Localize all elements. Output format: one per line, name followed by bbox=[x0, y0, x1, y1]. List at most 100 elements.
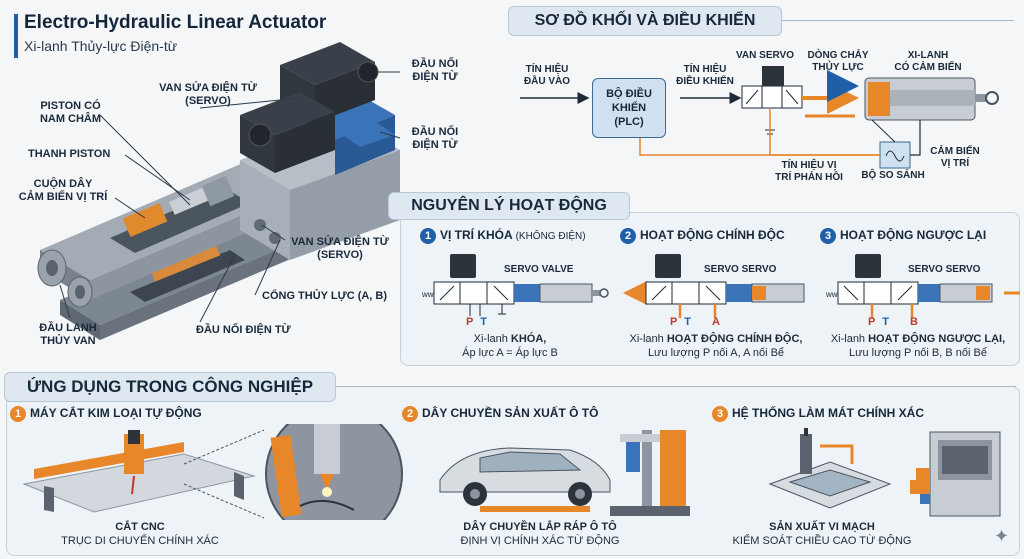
app-1-caption-text: TRỤC DI CHUYỂN CHÍNH XÁC bbox=[61, 535, 219, 547]
step-1-caption-bold: KHÓA, bbox=[510, 333, 547, 345]
app-2-caption: DÂY CHUYỀN LẮP RÁP Ô TÔ ĐỊNH VỊ CHÍNH XÁ… bbox=[410, 520, 670, 548]
page-subtitle: Xi-lanh Thủy-lực Điện-từ bbox=[24, 38, 178, 54]
block-servo-valve-label: VAN SERVO bbox=[736, 50, 794, 61]
block-cylinder bbox=[864, 77, 999, 121]
app-1-illustration bbox=[22, 424, 403, 520]
label-piston-rod: THANH PISTON bbox=[28, 148, 111, 160]
principle-title: NGUYÊN LÝ HOẠT ĐỘNG bbox=[388, 192, 630, 220]
block-comparator-label: BỘ SO SÁNH bbox=[861, 170, 925, 181]
app-1-heading: 1 MÁY CẮT KIM LOẠI TỰ ĐỘNG bbox=[10, 406, 202, 422]
app-3-number: 3 bbox=[712, 406, 728, 422]
label-rod-end: ĐẦU LANH THỦY VAN bbox=[39, 322, 97, 347]
block-comparator bbox=[879, 141, 911, 169]
app-1-caption: CẮT CNC TRỤC DI CHUYỂN CHÍNH XÁC bbox=[30, 520, 250, 548]
step-3-number: 3 bbox=[820, 228, 836, 244]
step-3-port-b: B bbox=[910, 316, 918, 328]
step-2-caption-line2: Lưu lượng P nối A, A nối Bể bbox=[647, 347, 785, 359]
step-3-caption: Xi-lanh HOẠT ĐỘNG NGƯỢC LẠI, Lưu lượng P… bbox=[816, 332, 1020, 360]
block-position-sensor: CẢM BIẾN VỊ TRÍ bbox=[930, 146, 980, 169]
app-1-caption-bold: CẮT CNC bbox=[115, 521, 165, 533]
app-1-number: 1 bbox=[10, 406, 26, 422]
principle-valve-diagrams: ww ww bbox=[421, 254, 1020, 318]
block-feedback: TÍN HIỆU VỊ TRÍ PHẢN HỒI bbox=[775, 160, 843, 183]
step-3-ports: P T B bbox=[868, 316, 918, 328]
app-2-number: 2 bbox=[402, 406, 418, 422]
step-2-heading: 2 HOẠT ĐỘNG CHÍNH ĐỘC bbox=[620, 228, 816, 244]
label-connector-bottom: ĐẦU NỐI ĐIỆN TỪ bbox=[196, 324, 291, 336]
step-1-title: VỊ TRÍ KHÓA bbox=[440, 228, 513, 243]
step-3-valve-label: SERVO SERVO bbox=[908, 264, 981, 275]
block-diagram-rule bbox=[782, 20, 1014, 21]
step-3-caption-bold: HOẠT ĐỘNG NGƯỢC LẠI, bbox=[868, 333, 1006, 345]
principle-step-1: 1 VỊ TRÍ KHÓA (KHÔNG ĐIỆN) bbox=[420, 228, 616, 362]
block-diagram-title: SƠ ĐỒ KHỐI VÀ ĐIỀU KHIỂN bbox=[508, 6, 782, 36]
step-1-number: 1 bbox=[420, 228, 436, 244]
step-1-valve-label: SERVO VALVE bbox=[504, 264, 574, 275]
leader-lines bbox=[59, 71, 401, 323]
step-1-caption-pre: Xi-lanh bbox=[473, 333, 511, 345]
app-3-caption-text: KIỂM SOÁT CHIỀU CAO TỪ ĐỘNG bbox=[732, 535, 912, 547]
step-3-port-t: T bbox=[882, 316, 889, 328]
label-connector-top: ĐẦU NỐI ĐIỆN TỪ bbox=[411, 58, 459, 83]
step-2-caption-bold: HOẠT ĐỘNG CHÍNH ĐỘC, bbox=[666, 333, 803, 345]
page-title: Electro-Hydraulic Linear Actuator bbox=[24, 12, 327, 33]
actuator-illustration bbox=[37, 42, 401, 340]
svg-text:ww: ww bbox=[825, 290, 838, 299]
block-controller-plc: BỘ ĐIỀU KHIỂN (PLC) bbox=[592, 78, 666, 138]
label-servo-valve-mid: VAN SỬA ĐIỆN TỪ (SERVO) bbox=[291, 236, 389, 261]
label-sensor-coil: CUỘN DÂY CẢM BIẾN VỊ TRÍ bbox=[18, 178, 108, 203]
app-2-caption-bold: DÂY CHUYỀN LẮP RÁP Ô TÔ bbox=[463, 521, 617, 533]
step-2-port-a: A bbox=[712, 316, 720, 328]
svg-text:ww: ww bbox=[421, 290, 434, 299]
app-2-caption-text: ĐỊNH VỊ CHÍNH XÁC TỪ ĐỘNG bbox=[460, 535, 620, 547]
rod-ends bbox=[37, 249, 93, 308]
step-3-title: HOẠT ĐỘNG NGƯỢC LẠI bbox=[840, 228, 987, 243]
app-3-caption-bold: SẢN XUẤT VI MẠCH bbox=[769, 521, 875, 533]
applications-rule bbox=[336, 386, 1016, 387]
app-2-heading: 2 DÂY CHUYỀN SẢN XUẤT Ô TÔ bbox=[402, 406, 598, 422]
step-2-port-t: T bbox=[684, 316, 691, 328]
step-2-caption: Xi-lanh HOẠT ĐỘNG CHÍNH ĐỘC, Lưu lượng P… bbox=[614, 332, 818, 360]
app-3-caption: SẢN XUẤT VI MẠCH KIỂM SOÁT CHIỀU CAO TỪ … bbox=[712, 520, 932, 548]
label-ports: CỔNG THỦY LỰC (A, B) bbox=[262, 290, 388, 302]
lower-cylinder bbox=[60, 215, 300, 340]
step-3-caption-pre: Xi-lanh bbox=[830, 333, 869, 345]
step-3-caption-line2: Lưu lượng P nối B, B nối Bể bbox=[849, 347, 987, 359]
step-2-title: HOẠT ĐỘNG CHÍNH ĐỘC bbox=[640, 228, 785, 243]
step-1-caption-line2: Áp lực A = Áp lực B bbox=[462, 347, 558, 359]
block-diagram-svg bbox=[520, 66, 999, 169]
applications-title: ỨNG DỤNG TRONG CÔNG NGHIỆP bbox=[4, 372, 336, 402]
principle-step-3: 3 HOẠT ĐỘNG NGƯỢC LẠI bbox=[820, 228, 1016, 362]
step-1-port-t: T bbox=[480, 316, 487, 328]
block-hydraulic-flow: DÒNG CHẢY THỦY LỰC bbox=[807, 50, 869, 73]
app-3-title: HỆ THỐNG LÀM MÁT CHÍNH XÁC bbox=[732, 406, 924, 421]
block-control-signal: TÍN HIỆU ĐIỀU KHIỂN bbox=[676, 64, 734, 87]
valve-diagram-3: ww bbox=[825, 254, 1020, 318]
app-1-title: MÁY CẮT KIM LOẠI TỰ ĐỘNG bbox=[30, 406, 202, 421]
app-2-title: DÂY CHUYỀN SẢN XUẤT Ô TÔ bbox=[422, 406, 599, 421]
block-servo-valve bbox=[741, 66, 803, 135]
step-2-valve-label: SERVO SERVO bbox=[704, 264, 777, 275]
servo-valve-lower bbox=[240, 92, 395, 173]
label-piston-magnet: PISTON CÓ NAM CHÂM bbox=[39, 100, 102, 125]
sparkle-icon: ✦ bbox=[994, 526, 1010, 546]
step-2-port-p: P bbox=[670, 316, 678, 328]
step-3-port-p: P bbox=[868, 316, 876, 328]
valve-diagram-2 bbox=[623, 254, 805, 318]
block-cylinder-label: XI-LANH CÓ CẢM BIẾN bbox=[894, 50, 962, 73]
app-3-heading: 3 HỆ THỐNG LÀM MÁT CHÍNH XÁC bbox=[712, 406, 924, 422]
step-1-caption: Xi-lanh KHÓA, Áp lực A = Áp lực B bbox=[410, 332, 610, 360]
step-1-title-note: (KHÔNG ĐIỆN) bbox=[515, 231, 586, 243]
label-connector-mid: ĐẦU NỐI ĐIỆN TỪ bbox=[411, 126, 459, 151]
app-3-illustration bbox=[768, 428, 1001, 517]
block-input-signal: TÍN HIỆU ĐẦU VÀO bbox=[523, 64, 571, 87]
title-bar-accent bbox=[14, 14, 18, 58]
step-2-ports: P T A bbox=[670, 316, 720, 328]
step-2-number: 2 bbox=[620, 228, 636, 244]
step-2-caption-pre: Xi-lanh bbox=[629, 333, 667, 345]
step-1-port-p: P bbox=[466, 316, 474, 328]
step-1-ports: P T bbox=[466, 316, 487, 328]
label-servo-valve-top: VAN SỬA ĐIỆN TỪ (SERVO) bbox=[159, 82, 257, 107]
principle-step-2: 2 HOẠT ĐỘNG CHÍNH ĐỘC bbox=[620, 228, 816, 362]
step-3-heading: 3 HOẠT ĐỘNG NGƯỢC LẠI bbox=[820, 228, 1016, 244]
